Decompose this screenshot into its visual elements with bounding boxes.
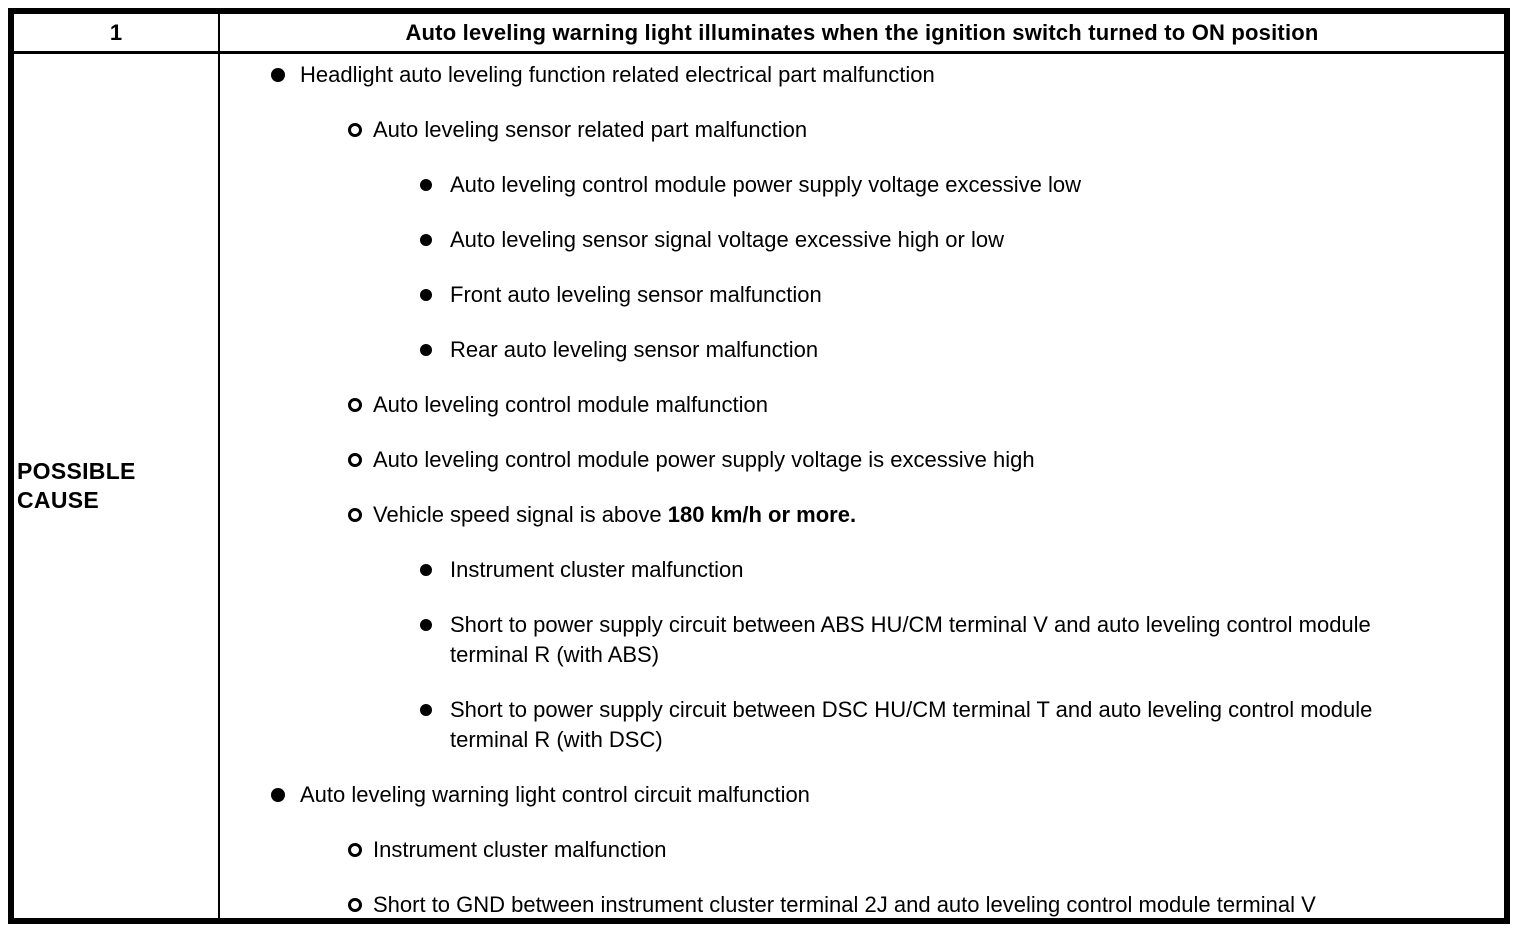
cause-item: Front auto leveling sensor malfunction [220,280,1504,310]
cause-text: Short to power supply circuit between DS… [450,697,1373,752]
cause-text: Auto leveling control module power suppl… [450,172,1082,197]
filled-circle-bullet-icon [420,289,432,301]
cause-item: Short to power supply circuit between AB… [220,610,1504,670]
cause-item: Short to power supply circuit between DS… [220,695,1504,755]
cause-text: Auto leveling control module malfunction [373,392,769,417]
cause-item: Headlight auto leveling function related… [220,60,1504,90]
cause-item: Instrument cluster malfunction [220,555,1504,585]
cause-item: Auto leveling warning light control circ… [220,780,1504,810]
open-circle-bullet-icon [348,453,362,467]
cause-text: Instrument cluster malfunction [450,557,744,582]
possible-cause-label-cell: POSSIBLE CAUSE [14,54,220,918]
cause-item: Instrument cluster malfunction [220,835,1504,865]
filled-circle-bullet-icon [420,704,432,716]
filled-circle-bullet-icon [420,619,432,631]
item-number: 1 [109,19,123,45]
diagnostic-table: 1 Auto leveling warning light illuminate… [8,8,1510,924]
symptom-title: Auto leveling warning light illuminates … [405,19,1319,45]
cause-text: Rear auto leveling sensor malfunction [450,337,819,362]
cause-item: Auto leveling control module malfunction [220,390,1504,420]
cause-list: Headlight auto leveling function related… [220,54,1504,918]
cause-text: Auto leveling sensor signal voltage exce… [450,227,1004,252]
symptom-title-cell: Auto leveling warning light illuminates … [220,14,1504,54]
open-circle-bullet-icon [348,898,362,912]
filled-circle-bullet-icon [420,564,432,576]
cause-text: Headlight auto leveling function related… [300,62,935,87]
cause-text: Instrument cluster malfunction [373,837,667,862]
open-circle-bullet-icon [348,398,362,412]
filled-circle-bullet-icon [271,68,285,82]
cause-text-bold: 180 km/h or more. [667,502,857,527]
cause-text: Auto leveling warning light control circ… [300,782,810,807]
filled-circle-bullet-icon [271,788,285,802]
cause-text: Short to power supply circuit between AB… [450,612,1371,667]
cause-text: Vehicle speed signal is above 180 km/h o… [373,502,857,527]
cause-item: Short to GND between instrument cluster … [220,890,1504,918]
possible-cause-label: POSSIBLE CAUSE [17,458,136,513]
cause-text: Short to GND between instrument cluster … [373,892,1316,917]
open-circle-bullet-icon [348,123,362,137]
filled-circle-bullet-icon [420,179,432,191]
cause-item: Rear auto leveling sensor malfunction [220,335,1504,365]
filled-circle-bullet-icon [420,344,432,356]
cause-item: Auto leveling control module power suppl… [220,445,1504,475]
open-circle-bullet-icon [348,843,362,857]
cause-item: Auto leveling sensor related part malfun… [220,115,1504,145]
cause-text: Auto leveling sensor related part malfun… [373,117,808,142]
item-number-cell: 1 [14,14,220,54]
filled-circle-bullet-icon [420,234,432,246]
cause-text: Front auto leveling sensor malfunction [450,282,822,307]
cause-item: Vehicle speed signal is above 180 km/h o… [220,500,1504,530]
cause-text: Auto leveling control module power suppl… [373,447,1035,472]
cause-item: Auto leveling control module power suppl… [220,170,1504,200]
cause-item: Auto leveling sensor signal voltage exce… [220,225,1504,255]
open-circle-bullet-icon [348,508,362,522]
